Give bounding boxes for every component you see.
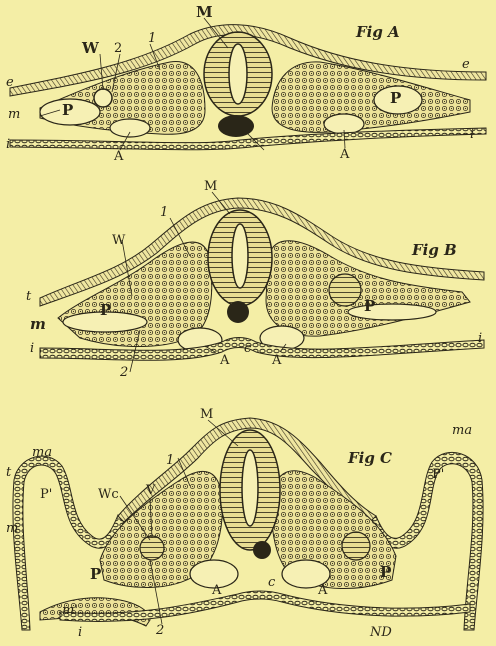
fig-a-label-e-right: e — [462, 58, 470, 71]
figure-b — [40, 198, 484, 360]
fig-b-label-1: 1 — [160, 206, 168, 219]
fig-b-notochord — [227, 301, 249, 323]
fig-a-label-m: m — [8, 108, 20, 121]
fig-a-label-P-right: P — [390, 92, 401, 105]
fig-c-notochord — [253, 541, 271, 559]
fig-c-label-P1-right: P' — [432, 468, 444, 481]
fig-b-label-i-right: i — [478, 332, 482, 345]
fig-a-label-W: W — [82, 42, 99, 55]
fig-b-wolffian-body — [329, 274, 361, 306]
fig-b-title: Fig B — [412, 244, 457, 257]
fig-c-label-P1-left: P' — [40, 488, 52, 501]
fig-c-label-1: 1 — [166, 454, 174, 467]
fig-a-label-i-left: i — [6, 138, 10, 151]
fig-a-aorta-left — [110, 119, 150, 137]
fig-c-label-P-right: P — [380, 566, 391, 579]
fig-b-label-P-left: P — [100, 304, 111, 317]
fig-a-label-1: 1 — [148, 32, 156, 45]
fig-b-label-M: M — [204, 180, 217, 193]
fig-c-label-ma-left: ma — [32, 446, 52, 459]
fig-a-notochord — [218, 115, 254, 137]
fig-a-label-A-right: A — [340, 148, 349, 161]
fig-c-label-A-right: A — [318, 584, 327, 597]
fig-b-label-A-right: A — [272, 354, 281, 367]
fig-a-label-e-left: e — [6, 76, 14, 89]
fig-c-wolffian-body-left — [140, 536, 164, 560]
fig-b-label-t: t — [26, 290, 31, 303]
fig-c-label-m: m — [6, 522, 18, 535]
fig-b-label-W: W — [112, 234, 125, 247]
fig-c-label-2: 2 — [156, 624, 164, 637]
fig-c-wolffian-body-right — [342, 532, 370, 560]
fig-b-label-2: 2 — [120, 366, 128, 379]
fig-b-label-i-left: i — [30, 342, 34, 355]
fig-c-label-M: M — [200, 408, 213, 421]
fig-a-label-2: 2 — [114, 42, 122, 55]
fig-b-label-c: c — [244, 342, 251, 355]
fig-b-neural-canal — [232, 224, 248, 288]
fig-c-label-ma-right: ma — [452, 424, 472, 437]
fig-a-label-i-right: i — [470, 128, 474, 141]
fig-a-neural-canal — [229, 44, 247, 104]
fig-a-label-P-left: P — [62, 104, 73, 117]
fig-b-label-P-right: P — [364, 300, 375, 313]
fig-c-label-V: V — [146, 484, 155, 497]
fig-b-label-A-left: A — [220, 354, 229, 367]
fig-b-cavity-right — [348, 304, 436, 320]
fig-c-label-ND: ND — [370, 626, 392, 639]
fig-a-label-M: M — [196, 6, 213, 19]
fig-c-title: Fig C — [348, 452, 392, 465]
fig-c-label-A-left: A — [212, 584, 221, 597]
fig-c-label-t: t — [6, 466, 11, 479]
fig-c-label-i: i — [78, 626, 82, 639]
fig-a-title: Fig A — [356, 26, 400, 39]
fig-c-label-Wc: Wc — [98, 488, 119, 501]
fig-a-wolffian-duct — [94, 89, 112, 107]
figure-c — [13, 418, 483, 630]
fig-c-label-P-left: P — [90, 568, 101, 581]
fig-c-label-m-prime: m' — [62, 604, 78, 617]
fig-b-label-m: m — [30, 318, 46, 331]
fig-c-neural-canal — [242, 450, 258, 526]
fig-a-label-A-left: A — [114, 150, 123, 163]
fig-c-label-c: c — [268, 576, 275, 589]
